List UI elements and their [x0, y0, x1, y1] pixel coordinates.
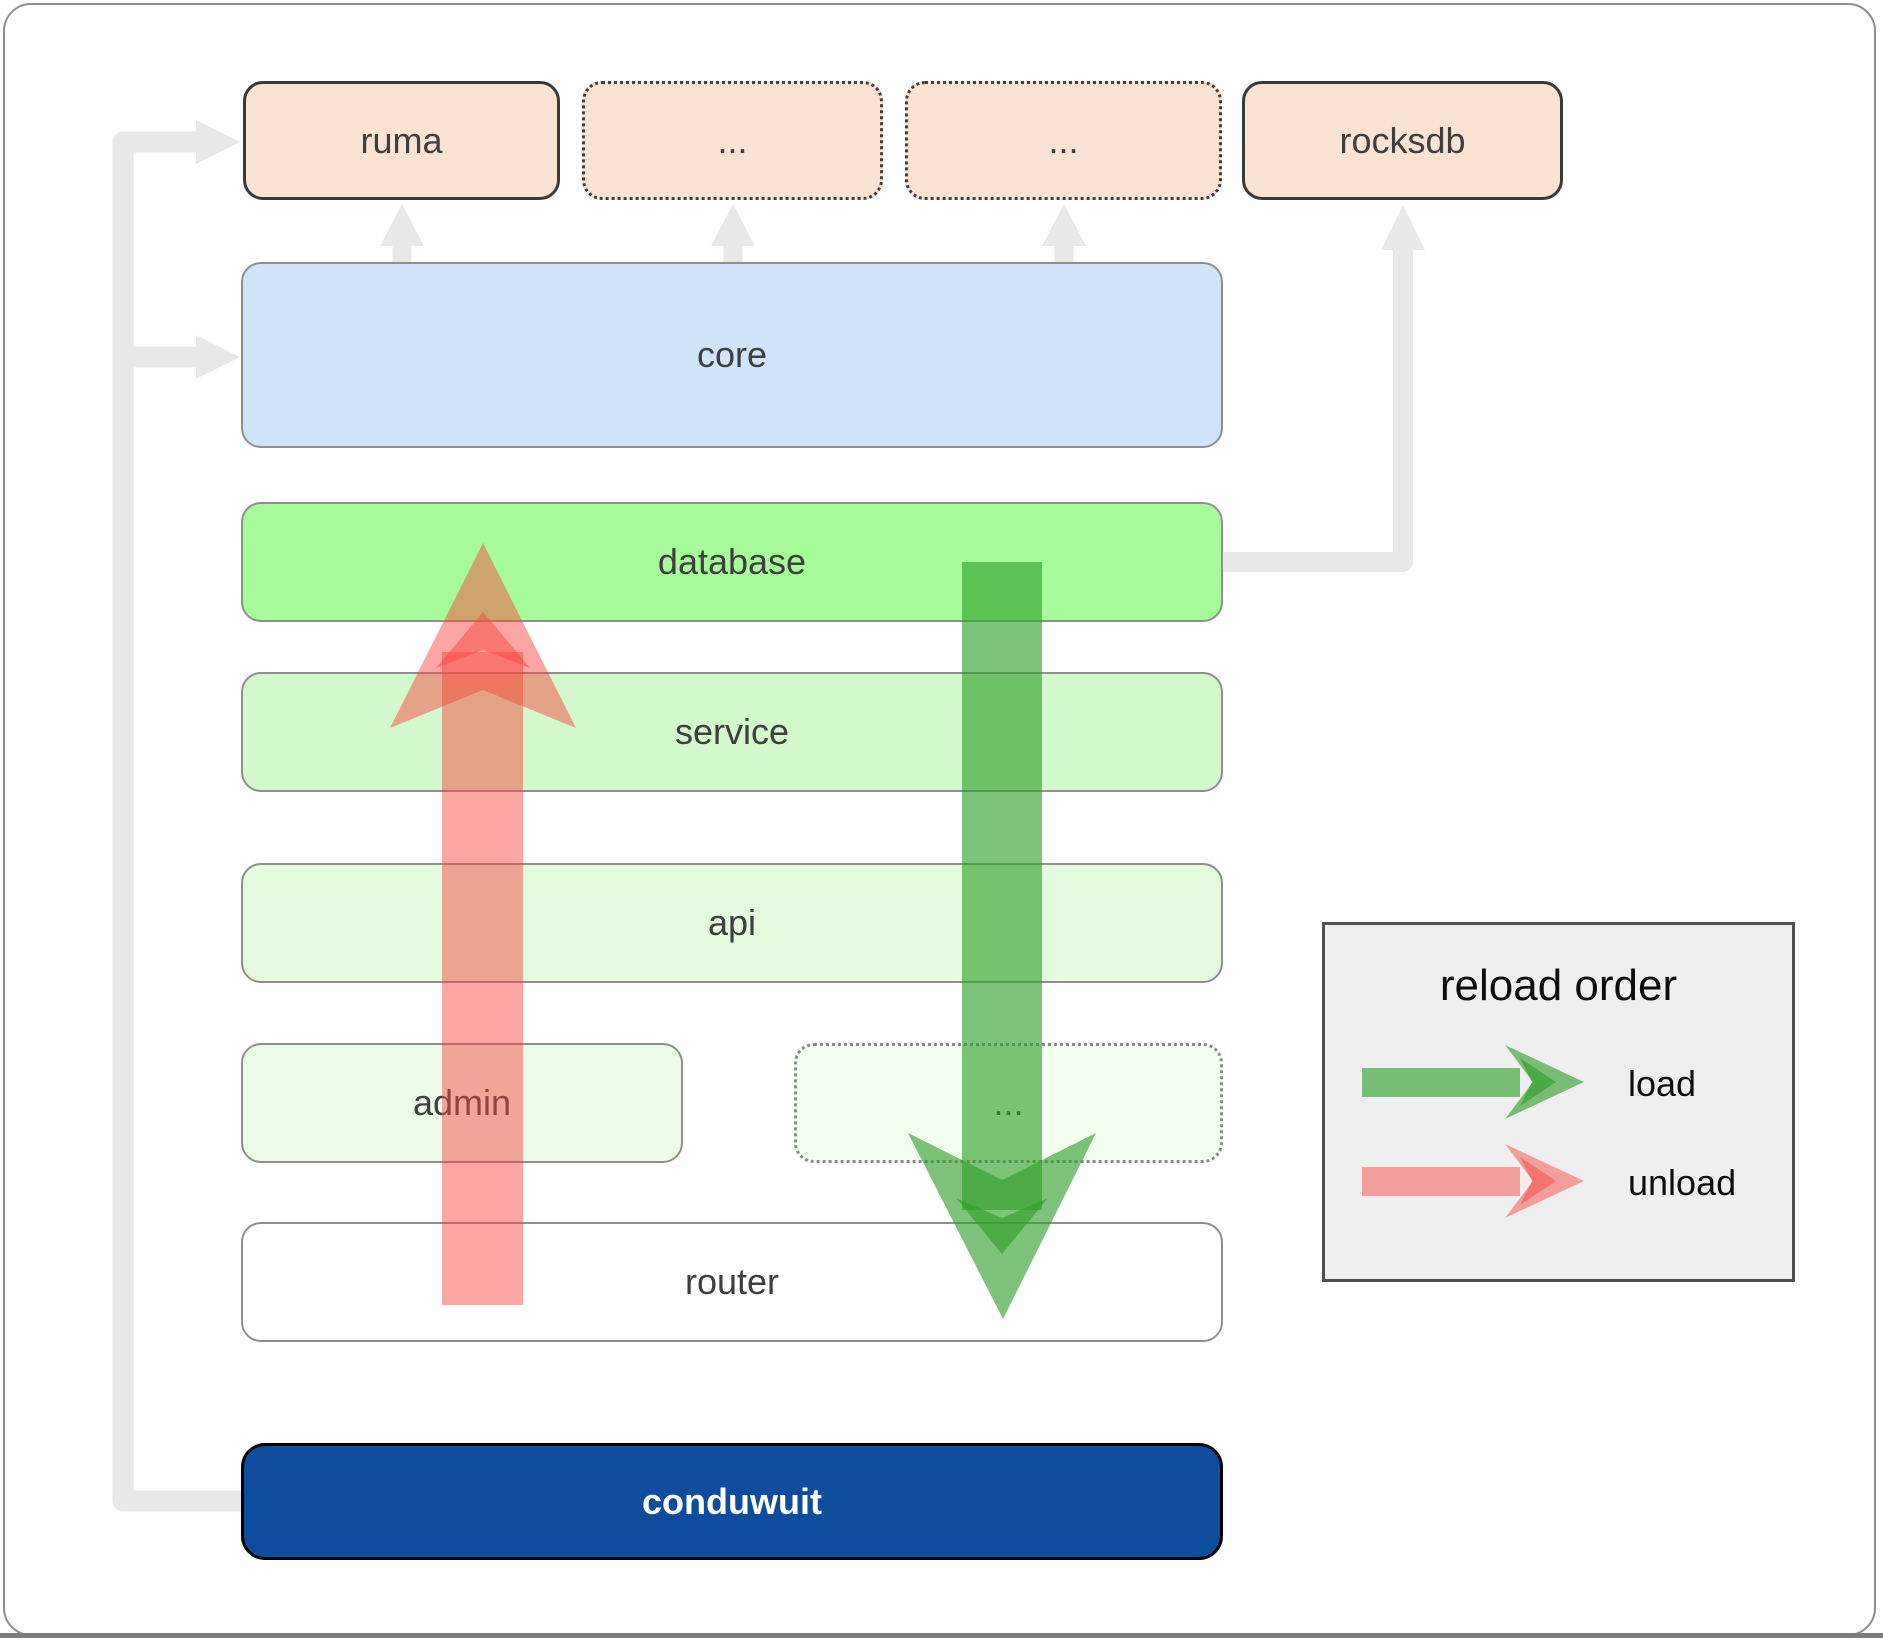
- node-conduwuit-label: conduwuit: [642, 1480, 822, 1522]
- node-service: service: [241, 672, 1223, 792]
- node-ruma: ruma: [243, 81, 560, 200]
- node-dots-top-1: ...: [582, 81, 883, 200]
- node-core: core: [241, 262, 1223, 448]
- node-database: database: [241, 502, 1223, 622]
- node-rocksdb: rocksdb: [1242, 81, 1563, 200]
- node-database-label: database: [657, 541, 807, 582]
- node-dots-admin: ...: [794, 1043, 1223, 1163]
- node-admin: admin: [241, 1043, 683, 1163]
- node-ruma-label: ruma: [360, 119, 443, 161]
- legend-load-label: load: [1628, 1063, 1697, 1104]
- node-api-label: api: [707, 902, 757, 943]
- legend-unload-label: unload: [1628, 1162, 1737, 1203]
- figure-frame: [3, 3, 1876, 1636]
- node-core-label: core: [696, 334, 768, 375]
- node-rocksdb-label: rocksdb: [1339, 119, 1466, 161]
- node-service-label: service: [674, 711, 790, 752]
- node-api: api: [241, 863, 1223, 983]
- node-router-label: router: [684, 1261, 780, 1302]
- node-dots-admin-label: ...: [993, 1082, 1024, 1123]
- node-admin-label: admin: [412, 1082, 512, 1123]
- node-router: router: [241, 1222, 1223, 1342]
- legend-title: reload order: [1439, 961, 1678, 1010]
- node-dots-top-2: ...: [905, 81, 1222, 200]
- legend-reload-order: reload order load unload: [1322, 922, 1795, 1282]
- node-dots-top-2-label: ...: [1048, 119, 1079, 161]
- figure-frame-bottom-edge: [0, 1633, 1883, 1638]
- node-conduwuit: conduwuit: [241, 1443, 1223, 1560]
- node-dots-top-1-label: ...: [717, 119, 748, 161]
